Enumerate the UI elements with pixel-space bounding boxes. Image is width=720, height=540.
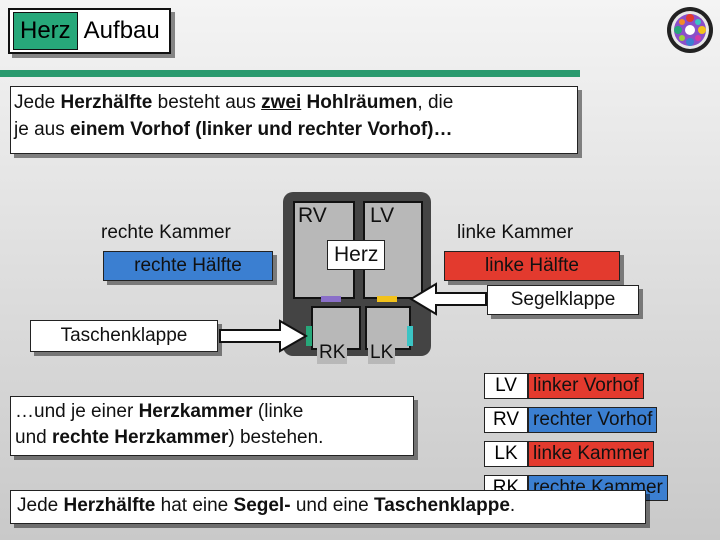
summary-term-segel: Segel-: [233, 495, 291, 516]
legend-row-lk: LK linke Kammer: [484, 441, 655, 467]
arrow-right-icon: [219, 319, 309, 353]
intro-text: , die: [417, 92, 454, 113]
heart-label-center: Herz: [327, 240, 386, 270]
chambers-text: (linke: [252, 401, 304, 422]
legend-value: linke Kammer: [528, 441, 655, 467]
legend-row-rv: RV rechter Vorhof: [484, 407, 658, 433]
label-left-chamber: linke Kammer: [457, 222, 574, 243]
legend-value: linker Vorhof: [528, 373, 644, 399]
chambers-text: und: [15, 427, 52, 448]
right-semilunar-valve-marker: [306, 326, 312, 346]
accent-rule: [0, 70, 580, 77]
arrow-left-icon: [409, 282, 487, 316]
intro-text-box: Jede Herzhälfte besteht aus zwei Hohlräu…: [10, 86, 578, 154]
heart-label-lk: LK: [368, 342, 396, 364]
legend-key: LK: [484, 441, 528, 467]
intro-term-vorhof: einem Vorhof (linker und rechter Vorhof)…: [69, 119, 453, 140]
label-segelklappe: Segelklappe: [487, 285, 639, 315]
label-left-half: linke Hälfte: [444, 251, 620, 281]
legend-key: RV: [484, 407, 528, 433]
label-right-chamber: rechte Kammer: [101, 222, 231, 243]
summary-term-herzhaelfte: Herzhälfte: [63, 495, 156, 516]
summary-text: und eine: [290, 495, 375, 516]
title-word-aufbau: Aufbau: [77, 13, 166, 49]
summary-text-box: Jede Herzhälfte hat eine Segel- und eine…: [10, 490, 646, 524]
heart-label-rk: RK: [317, 342, 348, 364]
chambers-text: ) bestehen.: [228, 427, 324, 448]
summary-text: hat eine: [155, 495, 234, 516]
label-right-half: rechte Hälfte: [103, 251, 273, 281]
legend-value: rechter Vorhof: [528, 407, 658, 433]
chambers-term-rechte-herzkammer: rechte Herzkammer: [51, 427, 229, 448]
heart-label-lv: LV: [370, 204, 395, 227]
summary-text: Jede: [17, 495, 64, 516]
intro-text: je aus: [14, 119, 70, 140]
mandala-logo-icon: [667, 7, 713, 53]
title-word-herz: Herz: [13, 12, 78, 50]
summary-term-taschenklappe: Taschenklappe: [374, 495, 510, 516]
left-av-valve-marker: [377, 296, 397, 302]
intro-term-herzhaelfte: Herzhälfte: [60, 92, 153, 113]
legend-key: LV: [484, 373, 528, 399]
right-av-valve-marker: [321, 296, 341, 302]
heart-label-rv: RV: [298, 204, 327, 227]
intro-term-hohlraeume: Hohlräumen: [306, 92, 418, 113]
chambers-text: …und je einer: [15, 401, 139, 422]
slide-title: Herz Aufbau: [8, 8, 171, 54]
left-semilunar-valve-marker: [407, 326, 413, 346]
legend-row-lv: LV linker Vorhof: [484, 373, 644, 399]
label-taschenklappe: Taschenklappe: [30, 320, 218, 352]
chambers-text-box: …und je einer Herzkammer (linke und rech…: [10, 396, 414, 456]
intro-text: besteht aus: [152, 92, 262, 113]
summary-text: .: [509, 495, 516, 516]
chambers-term-herzkammer: Herzkammer: [138, 401, 253, 422]
intro-text: Jede: [14, 92, 61, 113]
intro-term-zwei: zwei: [261, 92, 302, 113]
